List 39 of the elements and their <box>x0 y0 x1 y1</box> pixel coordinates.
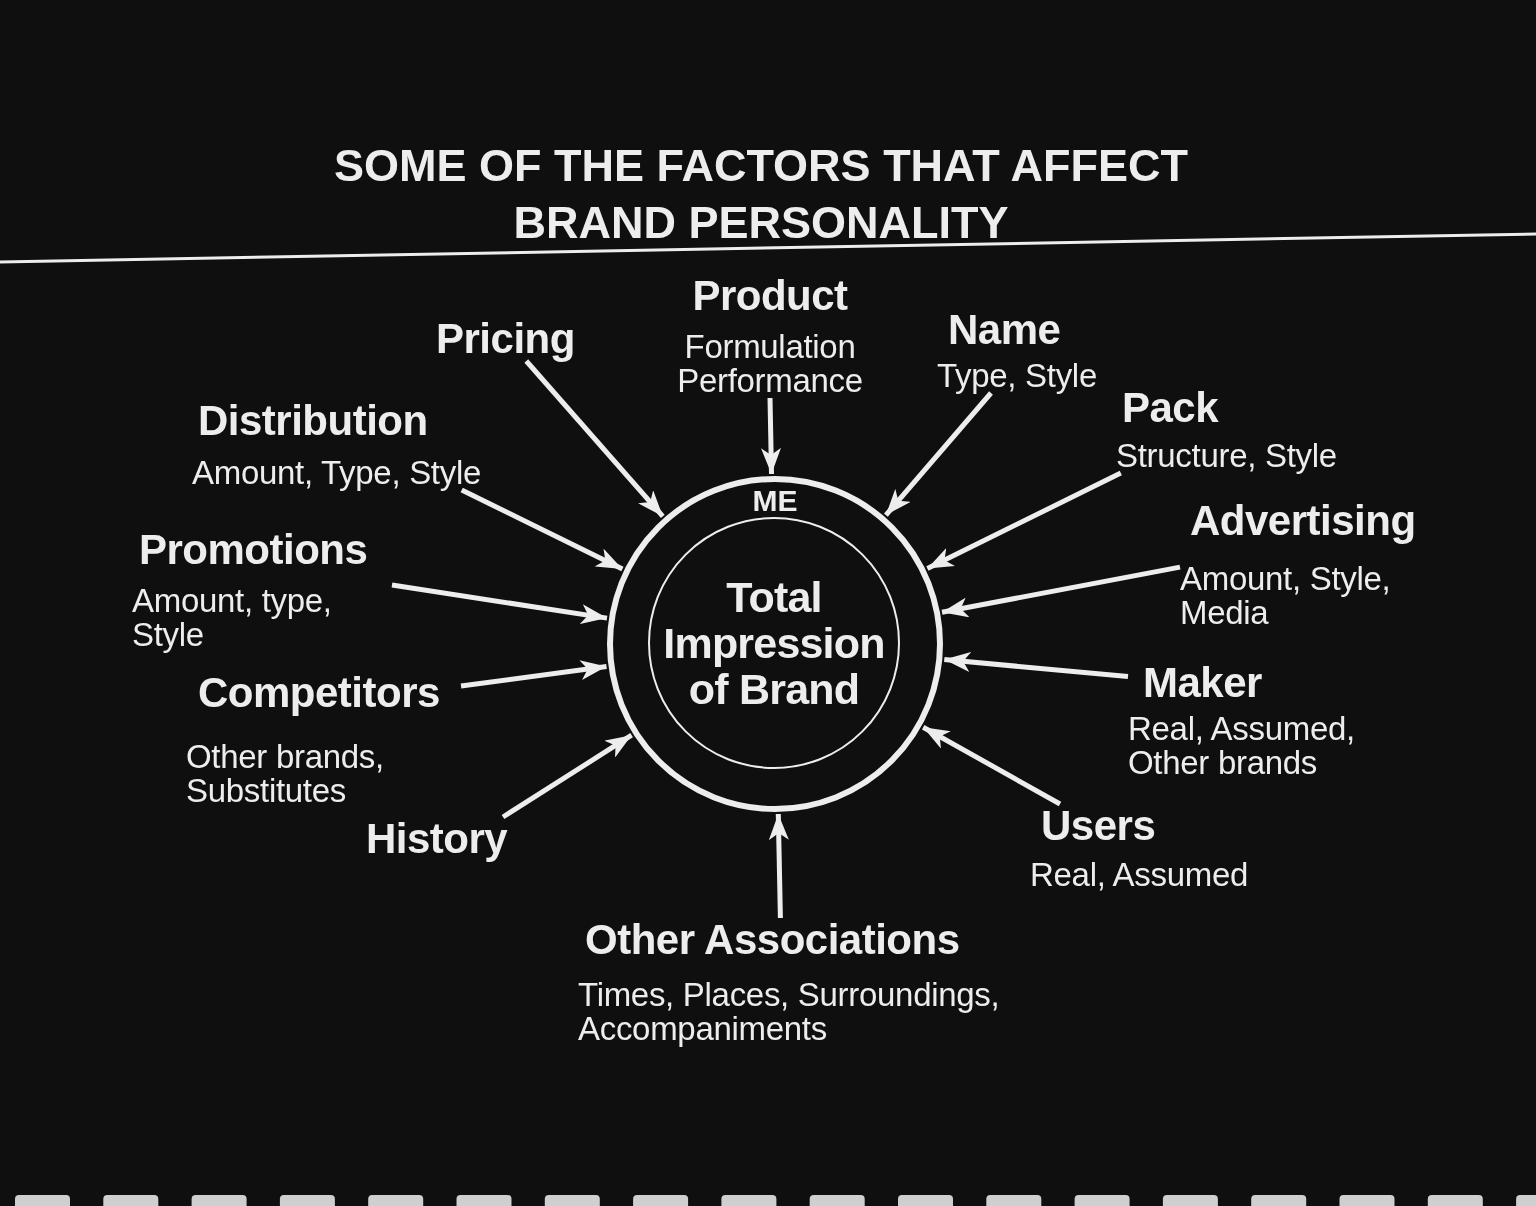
factor-heading: Pricing <box>436 317 575 361</box>
factor-details: Real, Assumed, Other brands <box>1128 712 1356 780</box>
factor-details: Amount, Style, Media <box>1180 562 1392 630</box>
factor-details: Formulation Performance <box>676 330 864 398</box>
inner-circle <box>648 517 900 769</box>
factor-details: Amount, Type, Style <box>192 456 482 490</box>
arrow <box>460 487 624 572</box>
factor-heading: Advertising <box>1190 499 1416 543</box>
factor-heading: Pack <box>1122 386 1219 430</box>
ring-label: ME <box>752 487 798 515</box>
diagram-title: SOME OF THE FACTORS THAT AFFECT BRAND PERSONALITY <box>332 139 1190 250</box>
factor-heading: Promotions <box>139 528 368 572</box>
arrow <box>884 391 993 517</box>
arrow <box>768 813 789 919</box>
arrow <box>944 652 1129 679</box>
arrow <box>941 564 1181 618</box>
arrow <box>460 660 607 689</box>
center-label: Total Impression of Brand <box>663 574 885 712</box>
factor-heading: Distribution <box>198 399 428 443</box>
arrow <box>524 359 665 518</box>
factor-details: Times, Places, Surroundings, Accompaniments <box>578 978 1001 1046</box>
arrow <box>761 397 781 475</box>
factor-heading: Product <box>692 274 848 318</box>
factor-details: Other brands, Substitutes <box>186 740 385 808</box>
arrow <box>501 733 633 820</box>
factor-heading: History <box>366 817 508 861</box>
outer-ring <box>607 476 943 812</box>
factor-details: Type, Style <box>937 359 1098 393</box>
factor-details: Structure, Style <box>1116 439 1338 473</box>
factor-heading: Competitors <box>198 671 440 715</box>
factor-details: Real, Assumed <box>1030 858 1250 892</box>
arrow <box>926 470 1122 571</box>
arrow <box>921 725 1062 807</box>
factor-details: Amount, type, Style <box>132 584 333 652</box>
factor-heading: Users <box>1041 804 1156 848</box>
factor-heading: Name <box>948 308 1061 352</box>
factor-heading: Other Associations <box>585 918 960 962</box>
factor-heading: Maker <box>1143 661 1262 705</box>
arrow <box>391 582 608 625</box>
